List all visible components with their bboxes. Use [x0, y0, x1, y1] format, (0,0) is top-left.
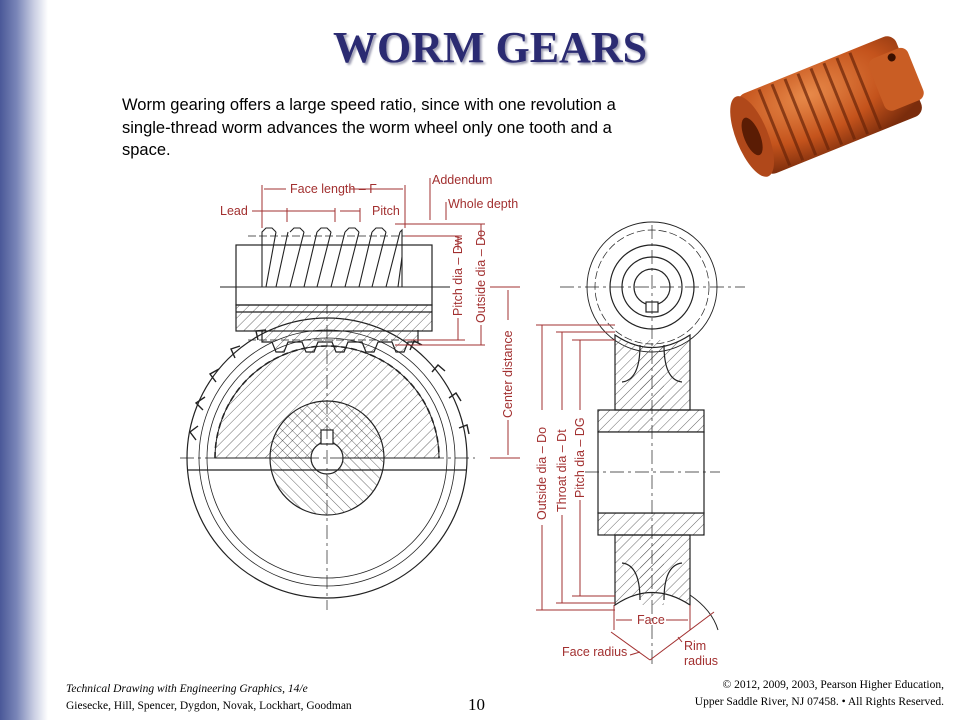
label-addendum: Addendum — [432, 173, 492, 187]
label-whole-depth: Whole depth — [448, 197, 518, 211]
footer-citation: Technical Drawing with Engineering Graph… — [66, 681, 352, 715]
footer-copyright: © 2012, 2009, 2003, Pearson Higher Educa… — [695, 677, 944, 711]
label-face: Face — [637, 613, 665, 627]
footer-copyright-line1: © 2012, 2009, 2003, Pearson Higher Educa… — [722, 679, 944, 691]
label-pitch: Pitch — [372, 204, 400, 218]
slide-side-gradient — [0, 0, 48, 720]
worm-wheel-section-view — [560, 221, 745, 665]
label-center-distance: Center distance — [501, 330, 515, 418]
label-face-length: Face length – F — [290, 182, 377, 196]
diagram-labels: Face length – F Lead Pitch Addendum Whol… — [220, 173, 718, 668]
footer-copyright-line2: Upper Saddle River, NJ 07458. • All Righ… — [694, 696, 944, 708]
label-throat-dia: Throat dia – Dt — [555, 429, 569, 512]
label-wheel-outside-dia: Outside dia – Do — [535, 427, 549, 520]
label-wheel-pitch-dia: Pitch dia – DG — [573, 417, 587, 498]
label-rim-radius-line2: radius — [684, 654, 718, 668]
footer-authors: Giesecke, Hill, Spencer, Dygdon, Novak, … — [66, 700, 352, 712]
label-rim-radius-line1: Rim — [684, 639, 706, 653]
label-face-radius: Face radius — [562, 645, 627, 659]
worm-photo — [730, 36, 924, 177]
label-worm-outside-dia: Outside dia – Do — [474, 230, 488, 323]
worm-side-view — [220, 227, 450, 353]
slide-title: WORM GEARS — [332, 23, 648, 72]
footer-book-title: Technical Drawing with Engineering Graph… — [66, 683, 308, 695]
worm-wheel-front-view — [180, 300, 475, 610]
page-number: 10 — [468, 695, 485, 714]
label-worm-pitch-dia: Pitch dia – Dw — [451, 235, 465, 316]
label-lead: Lead — [220, 204, 248, 218]
slide-body-text: Worm gearing offers a large speed ratio,… — [122, 96, 616, 159]
dimension-lines — [252, 178, 715, 661]
